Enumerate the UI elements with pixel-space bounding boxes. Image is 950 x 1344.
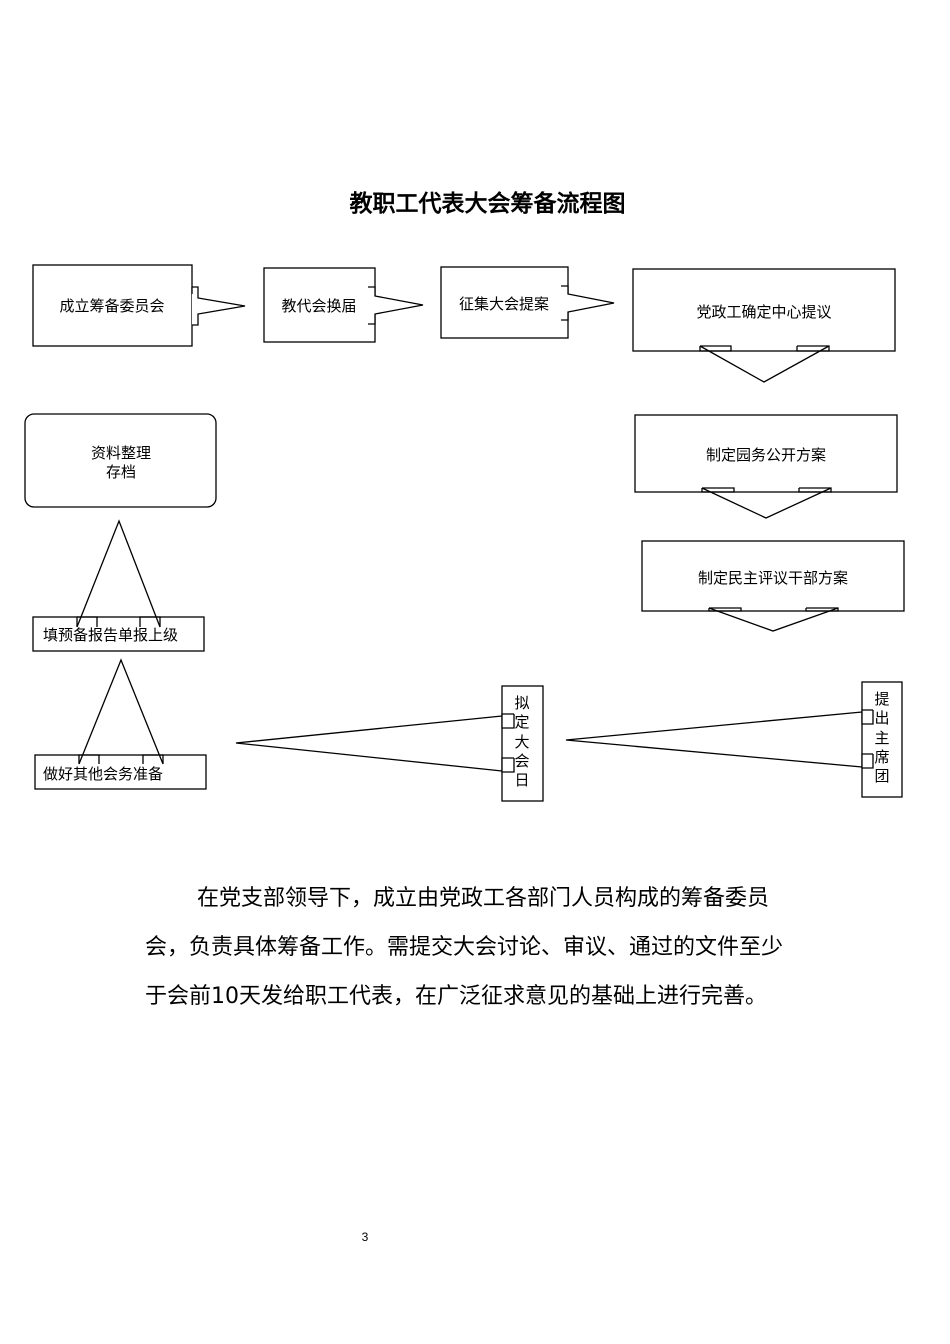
svg-text:团: 团 [874, 767, 889, 785]
step-label-1: 成立筹备委员会 [59, 297, 164, 315]
arrow-up-icon [78, 658, 164, 765]
arrow-down-icon [699, 345, 830, 383]
step-box-9 [34, 754, 207, 790]
svg-text:席: 席 [874, 748, 889, 766]
flowchart: 成立筹备委员会 教代会换届 征集大会提案 党政工确定中心提议 制定园务公开方案 … [24, 264, 905, 802]
svg-text:定: 定 [514, 713, 529, 731]
step-box-4 [632, 268, 896, 352]
svg-text:会: 会 [514, 752, 529, 770]
page-title: 教职工代表大会筹备流程图 [349, 191, 626, 217]
step-box-10 [32, 616, 205, 652]
step-box-3 [440, 266, 569, 339]
arrow-left-icon [565, 709, 874, 769]
step-box-11 [24, 413, 217, 508]
svg-text:出: 出 [874, 709, 889, 727]
step-label-8: 拟 定 大 会 日 [514, 694, 529, 789]
svg-text:拟: 拟 [514, 694, 529, 712]
arrow-down-icon [708, 607, 839, 632]
step-label-3: 征集大会提案 [459, 295, 549, 313]
step-label-9: 做好其他会务准备 [43, 765, 163, 783]
step-box-5 [634, 414, 898, 493]
arrow-up-icon [76, 519, 161, 628]
arrow-down-icon [701, 487, 832, 519]
step-label-11a: 资料整理 [91, 444, 151, 462]
step-label-6: 制定民主评议干部方案 [698, 569, 848, 587]
step-label-2: 教代会换届 [281, 297, 356, 315]
page-number: 3 [361, 1230, 369, 1244]
arrow-right-icon [561, 285, 615, 321]
description-paragraph: 在党支部领导下，成立由党政工各部门人员构成的筹备委员会，负责具体筹备工作。需提交… [145, 886, 784, 1009]
step-label-7: 提 出 主 席 团 [874, 690, 889, 785]
step-box-2 [263, 267, 376, 343]
svg-text:日: 日 [514, 771, 529, 789]
arrow-left-icon [235, 713, 515, 773]
step-box-7 [861, 681, 903, 798]
arrow-right-icon [191, 286, 246, 326]
step-box-1 [32, 264, 193, 347]
svg-text:大: 大 [514, 733, 529, 751]
step-label-10: 填预备报告单报上级 [43, 626, 178, 644]
arrow-right-icon [368, 286, 424, 325]
step-label-5: 制定园务公开方案 [706, 446, 826, 464]
step-box-8 [501, 685, 544, 802]
step-label-4: 党政工确定中心提议 [696, 303, 831, 321]
svg-text:主: 主 [874, 729, 889, 747]
step-box-6 [641, 540, 905, 612]
step-label-11b: 存档 [106, 463, 136, 481]
svg-text:提: 提 [874, 690, 889, 708]
